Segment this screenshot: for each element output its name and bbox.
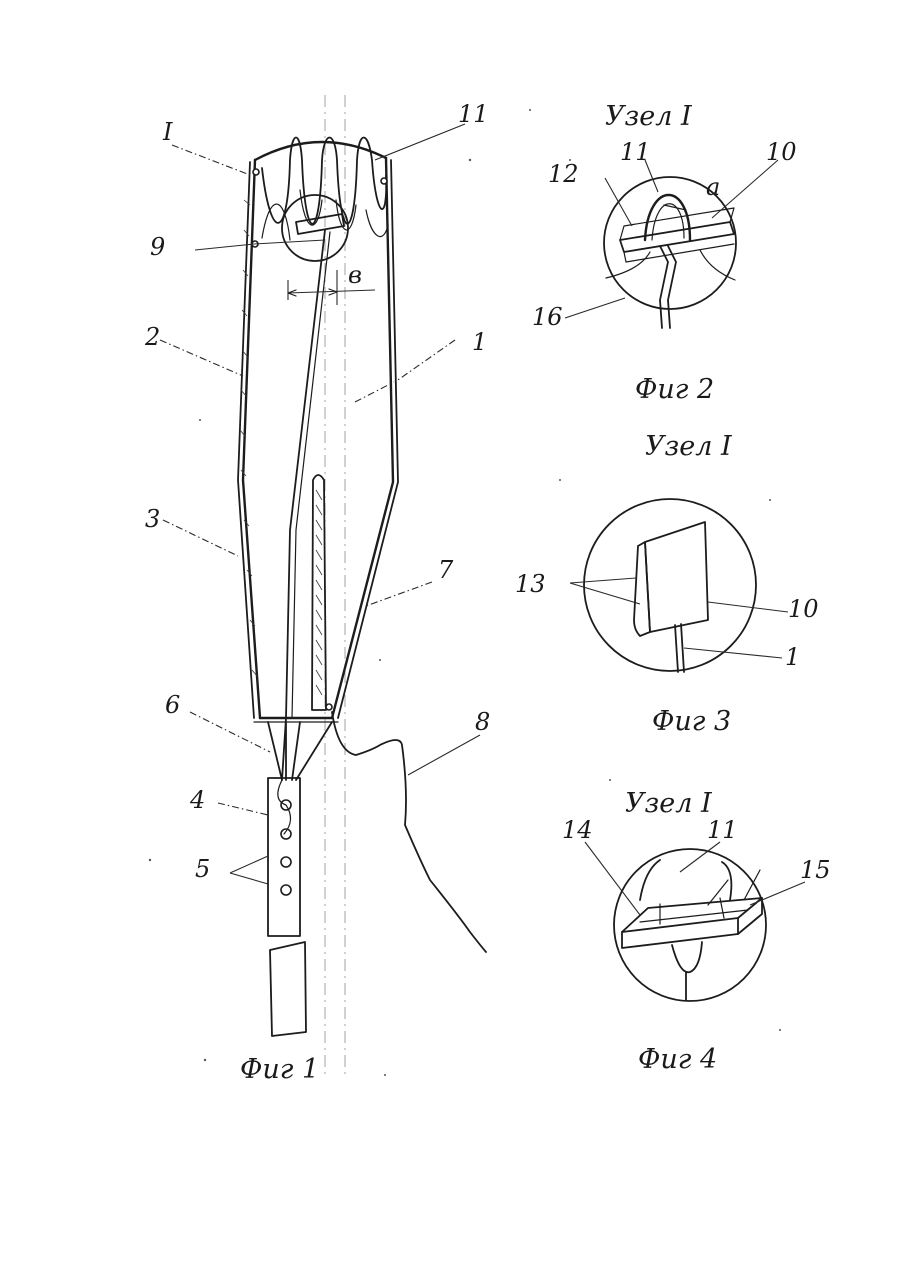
fig4-detail-circle	[614, 849, 766, 1001]
bottom-lines	[268, 722, 332, 780]
fig4-label-11: 11	[707, 816, 738, 844]
fig2-rod	[660, 246, 676, 328]
wind-sock-body	[238, 142, 398, 722]
fig4-frame-top	[622, 898, 762, 932]
label-11: 11	[458, 100, 489, 128]
fig3-plate	[645, 522, 708, 632]
fig3-detail-circle	[584, 499, 756, 671]
hole-4	[281, 885, 291, 895]
fig2-label-a: а	[706, 173, 720, 201]
figure-1: I 11 9 в 2 1 3 7 6 8 4 5 Фиг 1	[144, 95, 490, 1085]
fig2-spring-loop	[645, 195, 690, 240]
figure-2: Узел I 12 11 а 10 16 Фиг 2	[532, 101, 797, 405]
crossbar	[296, 214, 344, 234]
fig3-title: Узел I	[645, 431, 733, 462]
fig4-label-15: 15	[800, 856, 831, 884]
fig2-label-10: 10	[766, 138, 797, 166]
fig2-crossbar	[620, 222, 734, 252]
fig4-loop	[672, 942, 702, 1000]
fig3-fold	[634, 542, 650, 636]
caption-fig-3: Фиг 3	[652, 706, 731, 737]
caption-fig-4: Фиг 4	[638, 1044, 717, 1075]
fig2-label-16: 16	[532, 303, 563, 331]
fig2-title: Узел I	[605, 101, 693, 132]
cord	[332, 712, 486, 952]
hole-3	[281, 857, 291, 867]
fig4-title: Узел I	[625, 788, 713, 819]
label-I: I	[162, 118, 173, 146]
label-b: в	[348, 261, 362, 289]
fig3-rod	[675, 624, 684, 672]
label-3: 3	[145, 505, 160, 533]
fig2-label-11: 11	[620, 138, 651, 166]
fig2-label-12: 12	[548, 160, 579, 188]
suspension-line	[282, 230, 325, 780]
fig3-label-10: 10	[788, 595, 819, 623]
label-1: 1	[472, 328, 487, 356]
scan-specks	[149, 109, 781, 1076]
attach-point-cord	[326, 704, 332, 710]
post	[270, 942, 306, 1036]
fig3-label-1: 1	[785, 643, 800, 671]
fig4-spring	[640, 860, 731, 900]
caption-fig-1: Фиг 1	[240, 1054, 319, 1085]
label-8: 8	[475, 708, 490, 736]
caption-fig-2: Фиг 2	[635, 374, 714, 405]
figure-4: Узел I 14 11 15 Фиг 4	[562, 788, 831, 1075]
label-9: 9	[150, 233, 165, 261]
label-4: 4	[189, 786, 205, 814]
label-2: 2	[144, 323, 160, 351]
node-I-circle	[282, 195, 348, 261]
fig3-label-13: 13	[515, 570, 546, 598]
fig4-label-14: 14	[562, 816, 593, 844]
label-7: 7	[438, 556, 454, 584]
label-6: 6	[165, 691, 180, 719]
attach-point-top-left	[253, 169, 259, 175]
attach-point-top-right	[381, 178, 387, 184]
label-5: 5	[195, 855, 210, 883]
figure-3: Узел I 13 10 1 Фиг 3	[515, 431, 819, 737]
